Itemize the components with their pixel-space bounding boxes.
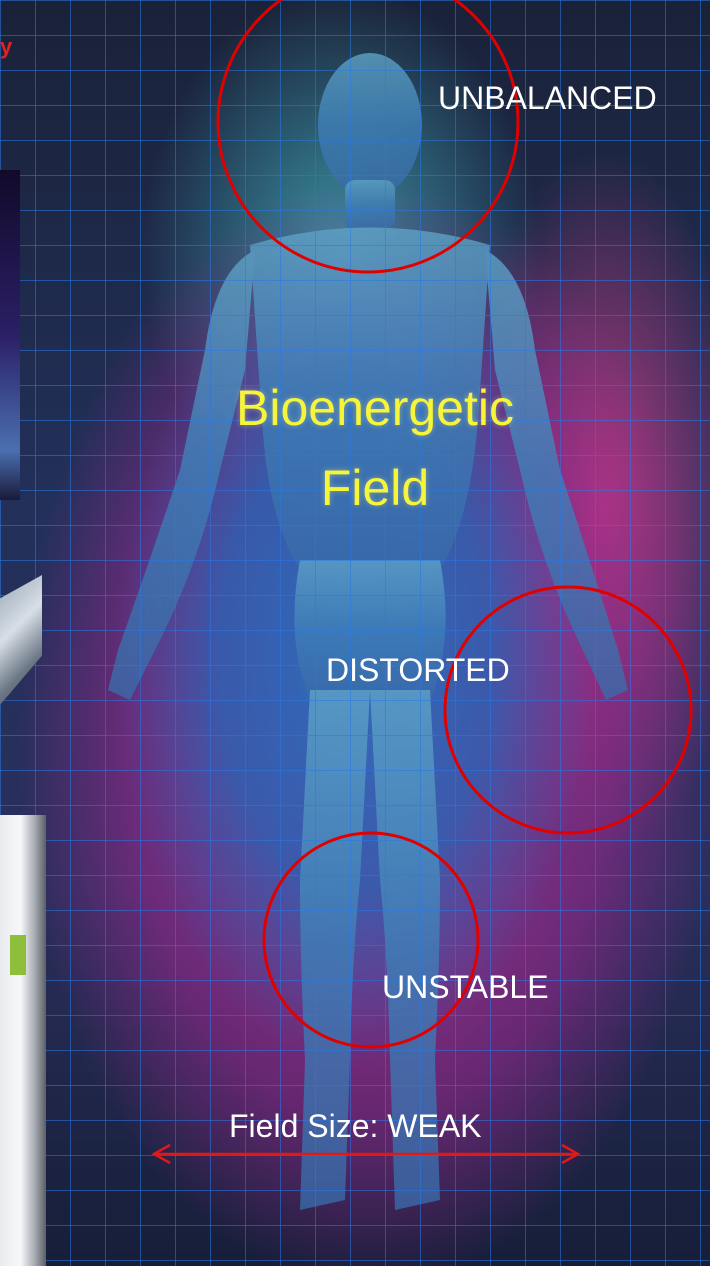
label-field-size: Field Size: WEAK [229, 1108, 482, 1144]
legs-circle [264, 833, 478, 1047]
hand-circle [445, 587, 691, 833]
title-line-2: Field [0, 458, 710, 518]
label-distorted: DISTORTED [326, 652, 510, 688]
title: Bioenergetic Field [0, 378, 710, 518]
double-arrow-icon [154, 1145, 578, 1163]
label-unstable: UNSTABLE [382, 969, 549, 1005]
label-unbalanced: UNBALANCED [438, 80, 657, 116]
title-line-1: Bioenergetic [0, 378, 710, 438]
head-circle [218, 0, 518, 272]
